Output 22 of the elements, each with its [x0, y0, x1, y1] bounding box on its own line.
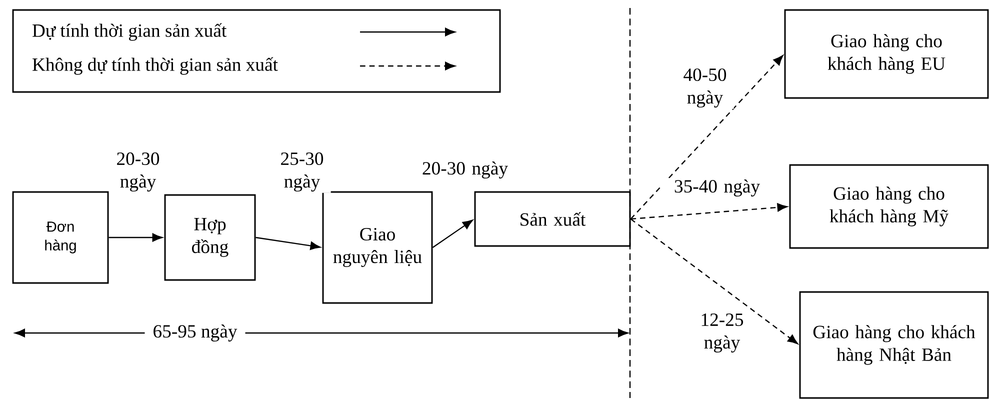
legend-label: Không dự tính thời gian sản xuất [32, 57, 278, 75]
arrow [432, 220, 473, 248]
process-box: Giao hàng cho khách hàng Mỹ [789, 164, 989, 249]
arrow [630, 218, 798, 344]
process-box: Giao nguyên liệu [322, 191, 433, 304]
edge-label: 40-50 ngày [684, 68, 726, 108]
process-box: Đơn hàng [12, 191, 109, 284]
arrow [630, 203, 788, 220]
edge-label: 20-30 ngày [117, 152, 160, 192]
process-box: Giao hàng cho khách hàng Nhật Bản [799, 291, 989, 399]
edge-label: 35-40 ngày [674, 179, 760, 196]
edge-label: 25-30 ngày [281, 152, 324, 192]
legend-label: Dự tính thời gian sản xuất [32, 23, 227, 41]
edge-label: 12-25 ngày [702, 313, 744, 353]
arrow [256, 236, 321, 250]
dimension-label: 65-95 ngày [144, 320, 246, 346]
arrow [108, 233, 162, 242]
process-box: Giao hàng cho khách hàng EU [784, 9, 989, 99]
process-box: Hợp đồng [164, 194, 256, 281]
process-box: Sản xuất [474, 191, 631, 247]
arrow [630, 55, 784, 220]
edge-label: 20-30 ngày [422, 161, 508, 178]
